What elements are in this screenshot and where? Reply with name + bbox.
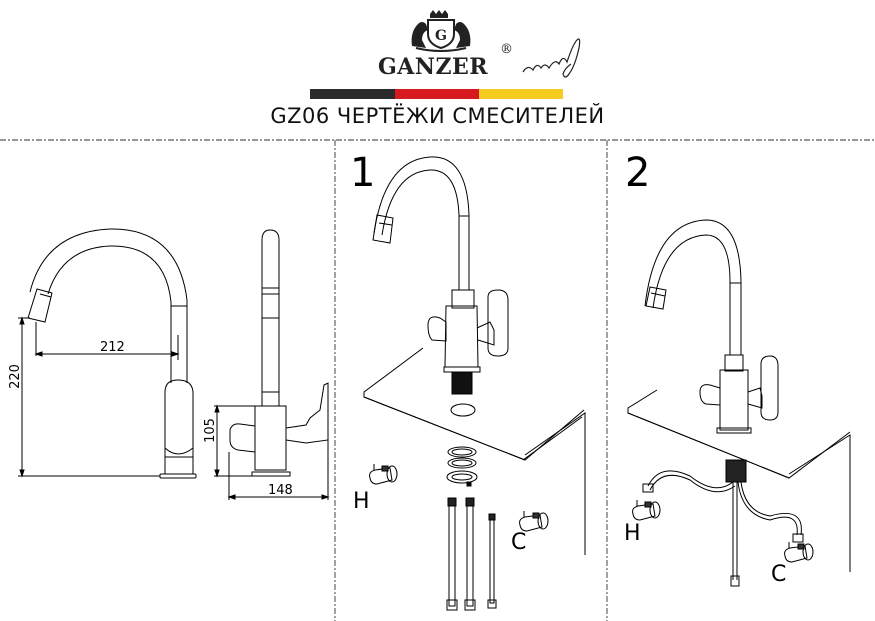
step2-cold-label: C [771, 562, 787, 587]
step1-hot-label: H [353, 489, 370, 514]
step2-connected-hoses [642, 459, 804, 587]
dimension-body-height: 105 [202, 418, 218, 443]
step1-cold-valve [519, 511, 549, 532]
dimension-spout-reach: 212 [100, 340, 125, 355]
step-number-2: 2 [625, 150, 651, 196]
step1-countertop [363, 347, 586, 555]
step1-cold-label: C [511, 530, 527, 555]
step2-cold-valve [784, 542, 814, 563]
handwritten-signature-icon [522, 38, 581, 78]
step2-hot-label: H [624, 521, 641, 546]
flag-stripe-yellow [479, 89, 563, 99]
brand-name: GANZER [378, 54, 489, 80]
step2-countertop [627, 389, 851, 572]
step2-faucet-installed [644, 219, 779, 434]
step1-faucet-exploded [372, 156, 509, 395]
flag-stripe-black [310, 89, 395, 99]
flag-stripe-red [395, 89, 479, 99]
dimension-depth: 148 [268, 483, 293, 498]
front-view-faucet [18, 228, 197, 479]
step2-hot-valve [632, 500, 661, 521]
step-number-1: 1 [350, 150, 376, 196]
step1-hot-valve [369, 464, 398, 485]
step1-flexible-hoses [446, 497, 497, 611]
svg-text:G: G [435, 28, 447, 44]
page-title: GZ06 ЧЕРТЁЖИ СМЕСИТЕЛЕЙ [270, 104, 605, 128]
side-view-faucet [214, 229, 330, 500]
crest-with-crown-and-lions-icon: G [411, 10, 471, 52]
dimension-height: 220 [7, 364, 23, 389]
step1-mounting-kit [446, 446, 478, 487]
registered-mark: ® [500, 42, 513, 57]
